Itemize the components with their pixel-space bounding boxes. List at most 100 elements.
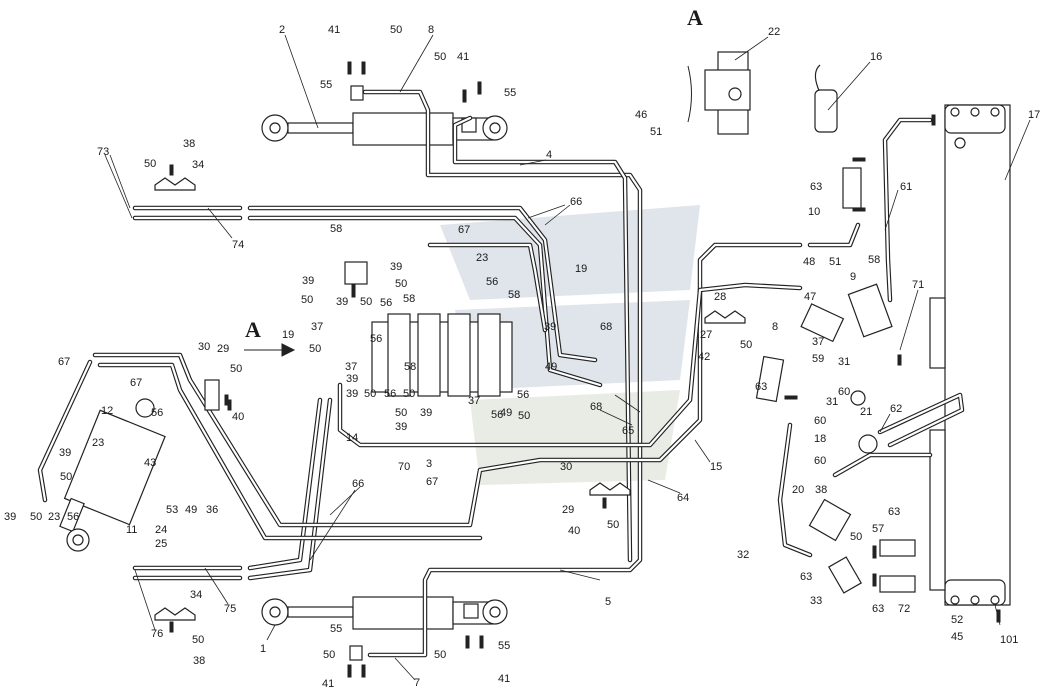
callout-label: 17 (1028, 109, 1040, 121)
callout-label: 25 (155, 538, 167, 550)
callout-label: 31 (838, 356, 850, 368)
callout-label: 51 (829, 256, 841, 268)
callout-label: 60 (814, 415, 826, 427)
callout-label: 50 (390, 24, 402, 36)
callout-label: 75 (224, 603, 236, 615)
callout-label: 62 (890, 403, 902, 415)
lift-cylinder-bottom (261, 596, 508, 661)
callout-label: 50 (364, 388, 376, 400)
callout-label: 39 (346, 373, 358, 385)
callout-label: 50 (144, 158, 156, 170)
callout-label: 14 (346, 432, 358, 444)
callout-label: 50 (309, 343, 321, 355)
lift-cylinder-top (261, 85, 508, 146)
callout-label: 24 (155, 524, 167, 536)
callout-label: 50 (301, 294, 313, 306)
callout-label: 39 (302, 275, 314, 287)
callout-label: 39 (390, 261, 402, 273)
callout-label: 66 (352, 478, 364, 490)
callout-label: 64 (677, 492, 689, 504)
callout-label: 12 (101, 405, 113, 417)
callout-label: 63 (810, 181, 822, 193)
callout-label: 37 (812, 336, 824, 348)
callout-label: 50 (403, 388, 415, 400)
callout-label: 29 (217, 343, 229, 355)
control-lever (814, 64, 838, 133)
callout-label: 67 (130, 377, 142, 389)
callout-label: 49 (185, 504, 197, 516)
callout-label: 50 (360, 296, 372, 308)
callout-label: 58 (403, 293, 415, 305)
callout-label: 8 (772, 321, 778, 333)
callout-label: 27 (700, 329, 712, 341)
control-valve-block (344, 261, 513, 397)
filter-elements (755, 167, 916, 593)
callout-label: 10 (808, 206, 820, 218)
callout-label: 71 (912, 279, 924, 291)
callout-label: 50 (434, 51, 446, 63)
callout-label: 58 (508, 289, 520, 301)
callout-label: 23 (476, 252, 488, 264)
callout-label: 30 (198, 341, 210, 353)
callout-label: 47 (804, 291, 816, 303)
callout-label: 38 (183, 138, 195, 150)
view-a-arrow-label: A (245, 317, 261, 342)
callout-label: 50 (395, 407, 407, 419)
callout-label: 34 (192, 159, 204, 171)
callout-label: 58 (330, 223, 342, 235)
callout-label: 48 (803, 256, 815, 268)
callout-label: 9 (850, 271, 856, 283)
callout-label: 8 (428, 24, 434, 36)
callout-label: 3 (426, 458, 432, 470)
callout-label: 53 (166, 504, 178, 516)
callout-label: 41 (328, 24, 340, 36)
callout-label: 39 (59, 447, 71, 459)
hose-lines (37, 89, 965, 658)
callout-label: 63 (872, 603, 884, 615)
callout-label: 67 (458, 224, 470, 236)
callout-label: 19 (282, 329, 294, 341)
callout-numbers: 2 41 50 8 50 41 55 55 4 22 16 17 46 51 7… (4, 24, 1040, 690)
callout-label: 11 (126, 524, 137, 536)
hose-clamps (154, 177, 746, 621)
callout-label: 56 (67, 511, 79, 523)
callout-label: 50 (60, 471, 72, 483)
callout-label: 23 (92, 437, 104, 449)
callout-label: 55 (504, 87, 516, 99)
callout-label: 50 (323, 649, 335, 661)
callout-label: 39 (420, 407, 432, 419)
callout-label: 39 (544, 321, 556, 333)
callout-label: 5 (605, 596, 611, 608)
callout-label: 52 (951, 614, 963, 626)
callout-label: 29 (562, 504, 574, 516)
callout-label: 37 (345, 361, 357, 373)
callout-label: 23 (48, 511, 60, 523)
callout-label: 56 (151, 407, 163, 419)
callout-label: 66 (570, 196, 582, 208)
callout-label: 37 (468, 395, 480, 407)
callout-label: 40 (232, 411, 244, 423)
callout-label: 55 (498, 640, 510, 652)
callout-label: 55 (330, 623, 342, 635)
callout-label: 67 (426, 476, 438, 488)
callout-label: 36 (206, 504, 218, 516)
callout-label: 101 (1000, 634, 1018, 646)
callout-label: 38 (815, 484, 827, 496)
callout-label: 39 (336, 296, 348, 308)
callout-label: 45 (951, 631, 963, 643)
callout-label: 40 (568, 525, 580, 537)
callout-label: 50 (518, 410, 530, 422)
callout-label: 28 (714, 291, 726, 303)
callout-label: 4 (546, 149, 552, 161)
callout-label: 20 (792, 484, 804, 496)
radiator (929, 104, 1011, 606)
callout-label: 63 (800, 571, 812, 583)
callout-label: 34 (190, 589, 202, 601)
callout-label: 56 (384, 388, 396, 400)
callout-label: 68 (590, 401, 602, 413)
callout-label: 32 (737, 549, 749, 561)
callout-label: 58 (868, 254, 880, 266)
callout-label: 7 (414, 677, 420, 689)
callout-label: 61 (900, 181, 912, 193)
callout-label: 2 (279, 24, 285, 36)
